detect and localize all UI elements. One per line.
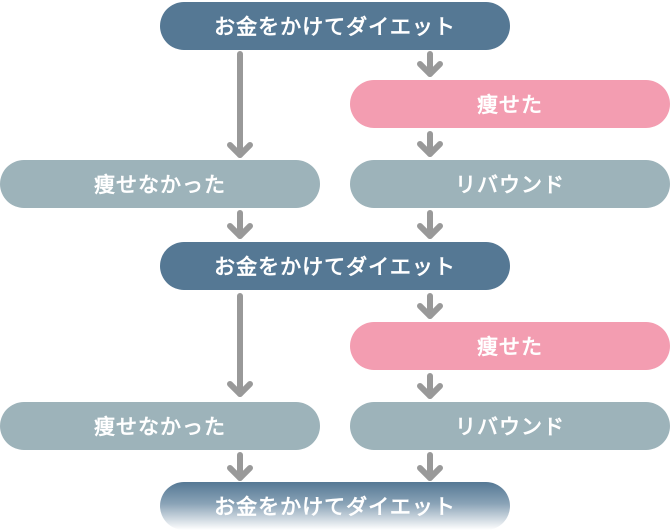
node-paid-diet-2: お金をかけてダイエット	[160, 242, 510, 290]
arrow-diet1-to-notlost1	[227, 51, 253, 158]
node-rebound-2: リバウンド	[350, 402, 670, 450]
arrow-rebound2-to-diet3	[417, 452, 443, 481]
node-rebound-1: リバウンド	[350, 160, 670, 208]
node-paid-diet-1: お金をかけてダイエット	[160, 2, 510, 50]
arrow-diet2-to-notlost2	[227, 293, 253, 397]
arrow-lost1-to-rebound1	[417, 131, 443, 157]
arrow-lost2-to-rebound2	[417, 373, 443, 399]
node-lost-weight-2: 痩せた	[350, 322, 670, 370]
arrow-rebound1-to-diet2	[417, 210, 443, 239]
node-paid-diet-3: お金をかけてダイエット	[160, 482, 510, 530]
node-did-not-lose-1: 痩せなかった	[0, 160, 320, 208]
arrow-diet2-to-lost2	[417, 293, 443, 319]
node-lost-weight-1: 痩せた	[350, 80, 670, 128]
arrow-notlost1-to-diet2	[227, 210, 253, 239]
node-did-not-lose-2: 痩せなかった	[0, 402, 320, 450]
arrow-notlost2-to-diet3	[227, 452, 253, 481]
arrow-diet1-to-lost1	[417, 51, 443, 77]
